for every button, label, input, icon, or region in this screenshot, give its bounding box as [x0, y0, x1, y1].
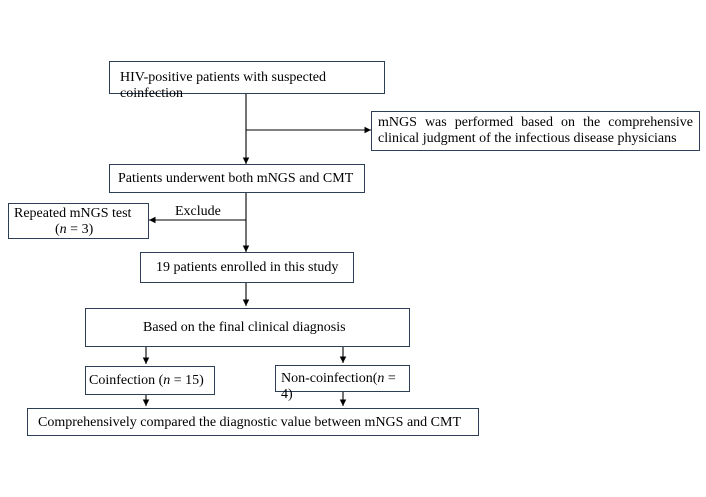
enrolled-text: 19 patients enrolled in this study [156, 260, 339, 275]
side-note-line2: clinical judgment of the infectious dise… [378, 131, 677, 146]
side-note-line1: mNGS was performed based on the comprehe… [378, 115, 693, 130]
excluded-count: (n = 3) [55, 222, 94, 237]
coinfection-box: Coinfection (n = 15) [85, 366, 215, 395]
coinfection-text: Coinfection (n = 15) [89, 373, 204, 388]
both-tests-text: Patients underwent both mNGS and CMT [118, 171, 354, 186]
comparison-box: Comprehensively compared the diagnostic … [27, 408, 479, 436]
enrolled-box: 19 patients enrolled in this study [140, 252, 354, 283]
start-text: HIV-positive patients with suspected coi… [120, 70, 326, 101]
comparison-text: Comprehensively compared the diagnostic … [38, 415, 462, 430]
non-coinfection-box: Non-coinfection(n = 4) [275, 365, 410, 402]
side-note-box: mNGS was performed based on the comprehe… [371, 111, 700, 151]
exclude-label: Exclude [175, 204, 221, 219]
excluded-box: Repeated mNGS test (n = 3) [8, 203, 149, 239]
excluded-line1: Repeated mNGS test [14, 206, 132, 221]
both-tests-box: Patients underwent both mNGS and CMT [109, 164, 365, 193]
start-box: HIV-positive patients with suspected coi… [109, 61, 385, 101]
diagnosis-box: Based on the final clinical diagnosis [85, 308, 410, 347]
non-coinfection-text: Non-coinfection(n = 4) [281, 371, 396, 402]
diagnosis-text: Based on the final clinical diagnosis [143, 320, 346, 335]
